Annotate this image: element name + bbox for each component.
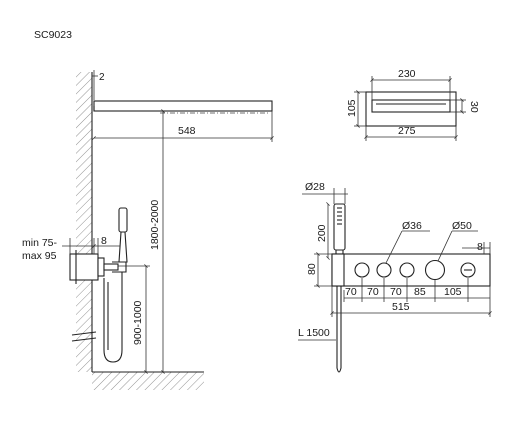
head-height-label: 105	[346, 99, 358, 117]
spacing-2: 70	[367, 286, 379, 298]
head-inner-height-label: 30	[468, 101, 480, 113]
knob-3	[399, 262, 415, 278]
side-view: 2 548 1800-2000 900-1000 min 75-	[22, 70, 274, 390]
plate-thickness-label: 8	[101, 235, 107, 247]
head-inner-width-label: 230	[398, 68, 416, 80]
arm-length-label: 548	[178, 125, 196, 137]
floor-section	[92, 372, 204, 390]
plate-length-label: 515	[392, 301, 410, 313]
spacing-1: 70	[345, 286, 357, 298]
knob-2	[376, 262, 392, 278]
plate-height-label: 80	[306, 263, 318, 275]
front-view: Ø28 200 Ø36 Ø50	[298, 181, 492, 373]
niche-depth-max-label: max 95	[22, 250, 57, 262]
spacing-4: 85	[414, 286, 426, 298]
side-mixer-body	[69, 253, 99, 281]
head-view: 230 275 105 30	[346, 68, 480, 141]
side-handset	[118, 207, 128, 233]
big-knob-diameter-label: Ø50	[452, 220, 472, 232]
handset-diameter-label: Ø28	[305, 181, 325, 193]
wall-section	[76, 72, 92, 372]
shower-height-label: 1800-2000	[149, 200, 161, 250]
niche-depth-min-label: min 75-	[22, 237, 58, 249]
model-code: SC9023	[34, 29, 72, 41]
head-outer-width-label: 275	[398, 125, 416, 137]
knob-diameter-label: Ø36	[402, 220, 422, 232]
plate-depth-label: 8	[477, 241, 483, 253]
front-handset-head	[333, 203, 346, 251]
handset-length-label: 200	[316, 224, 328, 242]
knob-big	[424, 259, 446, 281]
wall-gap-label: 2	[99, 72, 105, 83]
knob-1	[354, 262, 370, 278]
handset-height-label: 900-1000	[132, 300, 144, 345]
spacing-5: 105	[444, 286, 462, 298]
spacing-3: 70	[390, 286, 402, 298]
hose-length-label: L 1500	[298, 327, 330, 339]
head-inner	[371, 99, 451, 113]
shower-arm	[93, 100, 273, 112]
